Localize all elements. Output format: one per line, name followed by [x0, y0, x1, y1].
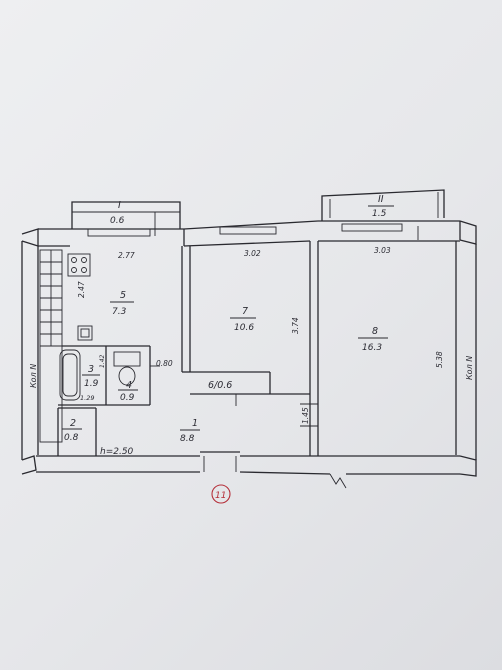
room-5-area: 7.3 — [112, 307, 127, 317]
balcony-II-label: II 1.5 — [368, 194, 394, 219]
label-kon-right: Кол N — [465, 356, 474, 380]
room-7: 7 10.6 — [230, 306, 256, 333]
room-2: 2 0.8 — [62, 418, 82, 443]
balcony-I-label: I 0.6 — [104, 200, 136, 226]
balcony-I-number: I — [118, 200, 121, 211]
room-8-area: 16.3 — [362, 343, 382, 353]
interior-walls — [57, 241, 319, 456]
dimension-1-45: 1.45 — [301, 407, 310, 424]
stove-icon — [67, 253, 91, 277]
room-3: 3 1.9 — [82, 364, 100, 389]
balcony-I-area: 0.6 — [110, 216, 125, 226]
exterior-wall-left — [21, 241, 63, 460]
exterior-wall-right — [455, 241, 477, 460]
balcony-II-number: II — [378, 194, 384, 205]
room-3-number: 3 — [88, 364, 94, 375]
bathtub-icon — [59, 349, 81, 401]
room-2-area: 0.8 — [64, 433, 79, 443]
dimension-2-47: 2.47 — [77, 281, 86, 298]
building-mark: 11 — [211, 484, 231, 504]
room-1-number: 1 — [192, 418, 198, 429]
dimension-1-29: 1.29 — [80, 394, 94, 402]
dimension-5-38: 5.38 — [435, 351, 444, 368]
room-4: 4 0.9 — [118, 380, 138, 403]
room-1: 1 8.8 — [180, 418, 200, 444]
dimension-2-77: 2.77 — [118, 251, 135, 260]
dimension-3-74: 3.74 — [291, 317, 300, 334]
label-kon-left: Кол N — [29, 364, 38, 388]
ceiling-height: h=2.50 — [100, 447, 134, 457]
dimension-3-02: 3.02 — [244, 249, 261, 258]
balcony-II-area: 1.5 — [372, 209, 387, 219]
balcony-II — [321, 189, 445, 240]
room-3-area: 1.9 — [84, 379, 99, 389]
exterior-wall-bottom — [21, 451, 477, 489]
room-1-area: 8.8 — [180, 434, 195, 444]
room-4-number: 4 — [126, 380, 132, 391]
room-6: 6/0.6 — [208, 380, 232, 391]
room-8: 8 16.3 — [358, 326, 388, 353]
room-2-number: 2 — [70, 418, 76, 429]
room-7-area: 10.6 — [234, 323, 254, 333]
sink-icon — [77, 325, 93, 341]
toilet-icon — [113, 351, 141, 386]
dimension-3-03: 3.03 — [374, 246, 391, 255]
dimension-0-80: 0.80 — [156, 359, 173, 368]
dimension-1-42: 1.42 — [99, 354, 106, 368]
exterior-wall-top — [21, 220, 477, 247]
room-7-number: 7 — [242, 306, 248, 317]
building-mark-number: 11 — [215, 491, 226, 501]
room-8-number: 8 — [372, 326, 378, 337]
room-5: 5 7.3 — [110, 290, 134, 317]
room-4-area: 0.9 — [120, 393, 135, 403]
room-6-label: 6/0.6 — [208, 380, 232, 391]
windows-top — [87, 223, 403, 237]
room-5-number: 5 — [120, 290, 126, 301]
